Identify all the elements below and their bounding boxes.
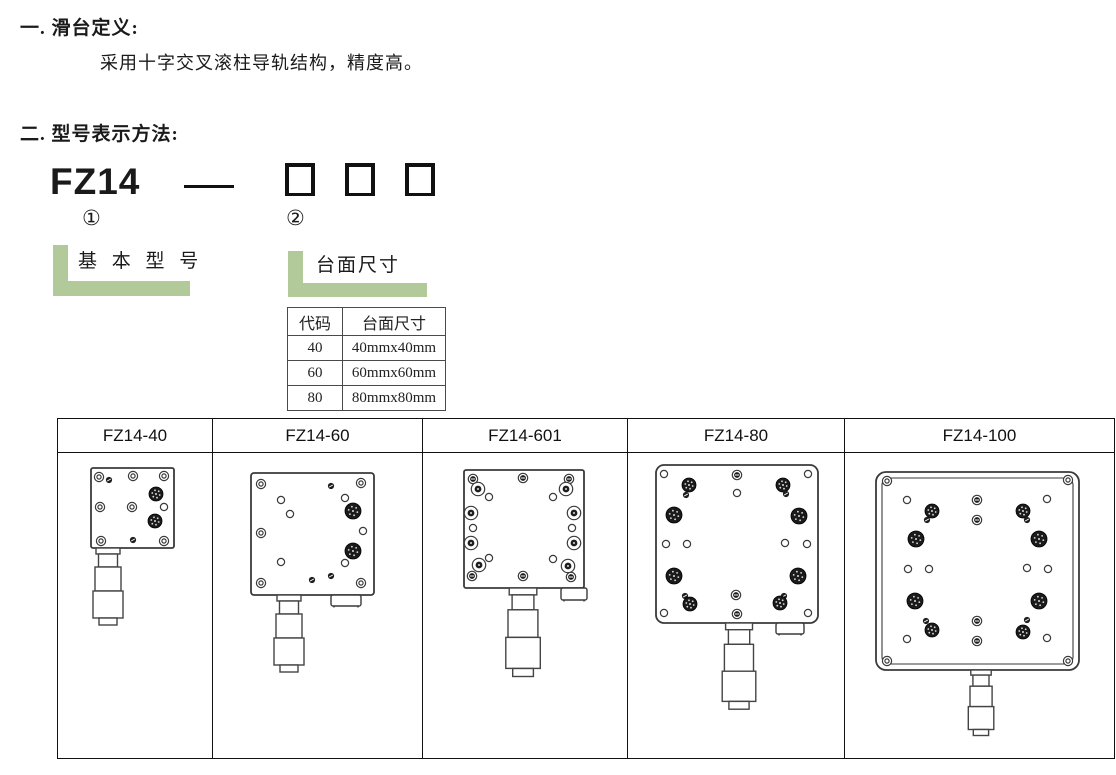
stage-technical-drawing (875, 471, 1080, 737)
stage-technical-drawing (655, 464, 819, 710)
table-row: 60 60mmx60mm (287, 360, 446, 386)
model-header-fz14-80: FZ14-80 (627, 418, 845, 453)
callout2-horizontal-bar (288, 283, 427, 297)
section1-heading: 一. 滑台定义: (20, 18, 139, 39)
size-code-table: 代码 台面尺寸 40 40mmx40mm 60 60mmx60mm 80 80m… (287, 307, 446, 411)
size-table-header-code: 代码 (287, 307, 343, 336)
model-header-fz14-60: FZ14-60 (212, 418, 423, 453)
models-header-row: FZ14-40 FZ14-60 FZ14-601 FZ14-80 FZ14-10… (57, 418, 1115, 453)
circled-number-1: ① (82, 206, 101, 230)
stage-drawing-fz14-40 (57, 452, 213, 759)
size-value-cell: 80mmx80mm (342, 385, 446, 411)
model-placeholder-square-2 (345, 163, 375, 196)
section2-heading: 二. 型号表示方法: (20, 124, 179, 145)
size-code-cell: 60 (287, 360, 343, 386)
table-row: 40 40mmx40mm (287, 335, 446, 361)
circled-number-2: ② (286, 206, 305, 230)
model-base-code: FZ14 (50, 161, 141, 202)
stage-drawing-fz14-80 (627, 452, 845, 759)
stage-drawing-fz14-60 (212, 452, 423, 759)
model-placeholder-square-1 (285, 163, 315, 196)
callout1-horizontal-bar (53, 281, 190, 296)
size-code-cell: 40 (287, 335, 343, 361)
stage-technical-drawing (90, 467, 175, 626)
model-header-fz14-601: FZ14-601 (422, 418, 628, 453)
models-drawing-row (57, 452, 1115, 759)
stage-drawing-fz14-100 (844, 452, 1115, 759)
stage-technical-drawing (463, 469, 588, 678)
model-dash (184, 185, 234, 188)
size-table-header-size: 台面尺寸 (342, 307, 446, 336)
size-value-cell: 40mmx40mm (342, 335, 446, 361)
stage-technical-drawing (250, 472, 375, 673)
table-row: 80 80mmx80mm (287, 385, 446, 411)
stage-drawing-fz14-601 (422, 452, 628, 759)
size-code-cell: 80 (287, 385, 343, 411)
callout2-label: 台面尺寸 (316, 255, 401, 276)
size-value-cell: 60mmx60mm (342, 360, 446, 386)
section1-body: 采用十字交叉滚柱导轨结构，精度高。 (100, 53, 423, 73)
model-header-fz14-40: FZ14-40 (57, 418, 213, 453)
callout1-label: 基 本 型 号 (78, 251, 204, 272)
models-table: FZ14-40 FZ14-60 FZ14-601 FZ14-80 FZ14-10… (57, 418, 1115, 759)
model-header-fz14-100: FZ14-100 (844, 418, 1115, 453)
model-placeholder-square-3 (405, 163, 435, 196)
